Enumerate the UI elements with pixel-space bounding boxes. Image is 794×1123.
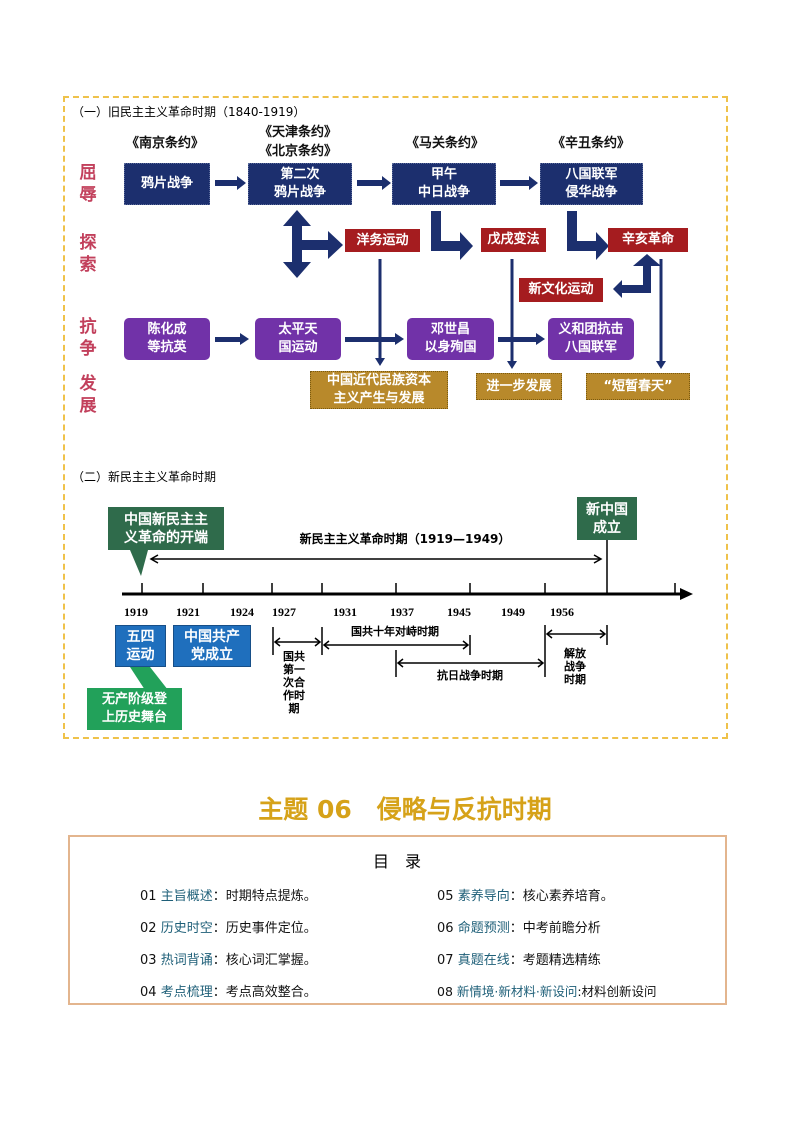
event-reform-1898: 戊戌变法 — [481, 228, 546, 252]
year-1956: 1956 — [550, 605, 574, 619]
event-opium-war: 鸦片战争 — [124, 163, 210, 205]
year-1927: 1927 — [272, 605, 296, 619]
dev-short-spring: “短暂春天” — [586, 373, 690, 400]
span-anti-japanese-war: 抗日战争时期 — [437, 669, 503, 682]
timeline-axis — [122, 540, 693, 690]
event-sino-japanese-war: 甲午 中日战争 — [392, 163, 496, 205]
year-1921: 1921 — [176, 605, 200, 619]
year-1924: 1924 — [230, 605, 254, 619]
event-new-culture: 新文化运动 — [519, 278, 603, 302]
toc-desc: ：核心素养培育。 — [509, 889, 614, 904]
event-xinhai-revolution: 辛亥革命 — [608, 228, 688, 252]
toc-name: 真题在线 — [457, 953, 510, 968]
toc-item[interactable]: 02 历史时空：历史事件定位。 — [140, 917, 317, 936]
toc-name: 考点梳理 — [160, 985, 213, 1000]
toc-item[interactable]: 06 命题预测：中考前瞻分析 — [437, 917, 601, 936]
toc-num: 03 — [140, 953, 157, 968]
section1-header: （一）旧民主主义革命时期（1840-1919） — [72, 105, 306, 119]
toc-num: 07 — [437, 953, 454, 968]
toc-name: 主旨概述 — [160, 889, 213, 904]
side-label-exploration: 探索 — [79, 233, 97, 275]
dev-further: 进一步发展 — [476, 373, 562, 400]
toc-num: 01 — [140, 889, 157, 904]
toc-name: 历史时空 — [160, 921, 213, 936]
toc-item[interactable]: 03 热词背诵：核心词汇掌握。 — [140, 949, 317, 968]
table-of-contents — [68, 835, 727, 1005]
treaty-maguan: 《马关条约》 — [405, 136, 484, 151]
toc-desc: :材料创新设问 — [577, 984, 657, 999]
span-liberation-war: 解放 战争 时期 — [564, 647, 586, 686]
label-proletariat: 无产阶级登 上历史舞台 — [87, 688, 182, 730]
year-1919: 1919 — [124, 605, 148, 619]
toc-name: 命题预测 — [457, 921, 510, 936]
treaty-nanjing: 《南京条约》 — [125, 136, 204, 151]
toc-name: 热词背诵 — [160, 953, 213, 968]
toc-desc: ：核心词汇掌握。 — [212, 953, 317, 968]
toc-item[interactable]: 05 素养导向：核心素养培育。 — [437, 885, 614, 904]
toc-name: 新情境·新材料·新设问 — [456, 984, 578, 999]
toc-item[interactable]: 07 真题在线：考题精选精练 — [437, 949, 601, 968]
toc-heading: 目 录 — [372, 852, 421, 871]
period-label: 新民主主义革命时期（1919—1949） — [299, 532, 511, 546]
event-cpc-founded: 中国共产 党成立 — [173, 625, 251, 667]
event-second-opium-war: 第二次 鸦片战争 — [248, 163, 352, 205]
treaty-xinchou: 《辛丑条约》 — [551, 136, 630, 151]
span-first-cooperation: 国共 第一 次合 作时 期 — [283, 650, 305, 715]
toc-num: 05 — [437, 889, 454, 904]
treaty-tianjin: 《天津条约》 — [258, 125, 337, 140]
span-ten-year-confrontation: 国共十年对峙时期 — [351, 625, 439, 638]
side-label-humiliation: 屈辱 — [79, 163, 97, 205]
toc-num: 02 — [140, 921, 157, 936]
section1-arrows — [215, 176, 666, 369]
year-1949: 1949 — [501, 605, 525, 619]
label-new-china: 新中国 成立 — [577, 497, 637, 540]
toc-desc: ：考点高效整合。 — [212, 985, 317, 1000]
toc-num: 06 — [437, 921, 454, 936]
year-1945: 1945 — [447, 605, 471, 619]
year-1931: 1931 — [333, 605, 357, 619]
label-revolution-start: 中国新民主主 义革命的开端 — [108, 507, 224, 550]
event-taiping: 太平天 国运动 — [255, 318, 341, 360]
toc-desc: ：考题精选精练 — [509, 953, 601, 968]
side-label-development: 发展 — [79, 374, 97, 416]
event-deng-shichang: 邓世昌 以身殉国 — [407, 318, 494, 360]
side-label-struggle: 抗争 — [79, 317, 97, 359]
toc-num: 04 — [140, 985, 157, 1000]
diagram-frame — [63, 96, 728, 739]
year-1937: 1937 — [390, 605, 414, 619]
section2-header: （二）新民主主义革命时期 — [72, 470, 217, 484]
toc-desc: ：历史事件定位。 — [212, 921, 317, 936]
treaty-beijing: 《北京条约》 — [258, 144, 337, 159]
toc-desc: ：时期特点提炼。 — [212, 889, 317, 904]
toc-item[interactable]: 01 主旨概述：时期特点提炼。 — [140, 885, 317, 904]
toc-num: 08 — [437, 984, 453, 999]
toc-item[interactable]: 04 考点梳理：考点高效整合。 — [140, 981, 317, 1000]
event-boxers: 义和团抗击 八国联军 — [548, 318, 634, 360]
page-title: 主题 06 侵略与反抗时期 — [258, 795, 552, 824]
toc-item[interactable]: 08 新情境·新材料·新设问:材料创新设问 — [437, 981, 657, 1000]
event-may-fourth: 五四 运动 — [115, 625, 166, 667]
toc-desc: ：中考前瞻分析 — [509, 921, 601, 936]
event-chen-huacheng: 陈化成 等抗英 — [124, 318, 210, 360]
event-eight-nation-war: 八国联军 侵华战争 — [540, 163, 643, 205]
dev-national-capitalism: 中国近代民族资本 主义产生与发展 — [310, 371, 448, 409]
toc-name: 素养导向 — [457, 889, 510, 904]
event-westernization: 洋务运动 — [345, 229, 420, 252]
